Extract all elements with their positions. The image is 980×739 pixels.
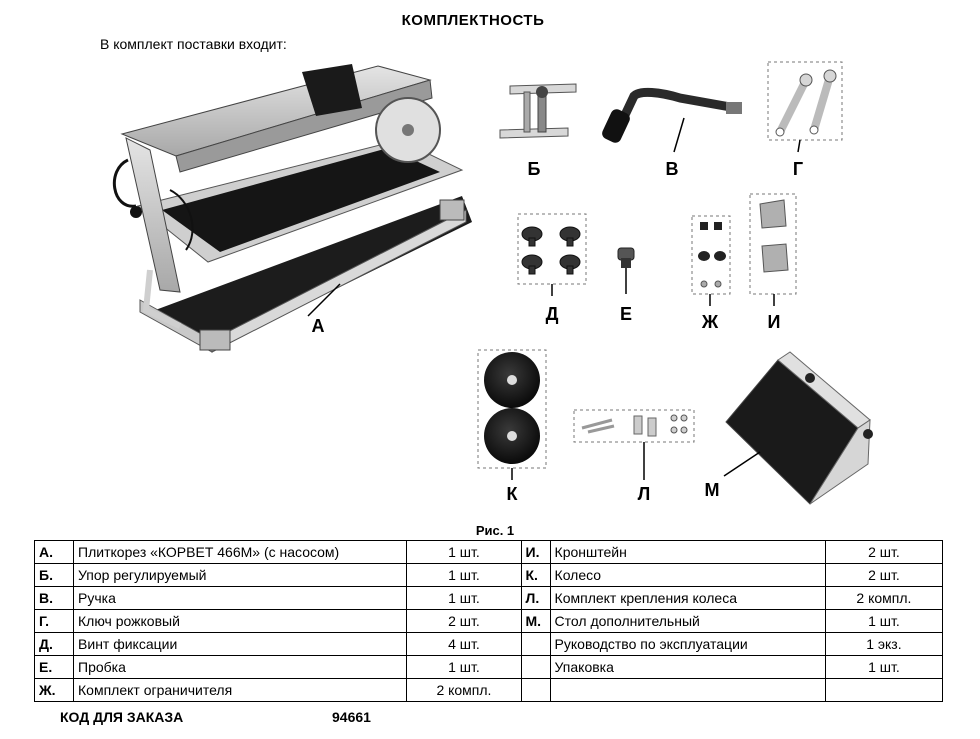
item-key: Г. <box>33 609 75 633</box>
extension-table-illustration <box>723 351 873 505</box>
item-qty <box>824 678 944 702</box>
item-key: Б. <box>33 563 75 587</box>
item-qty: 1 шт. <box>824 609 944 633</box>
label-i: И <box>768 312 781 332</box>
table-row: Д. Винт фиксации 4 шт. Руководство по эк… <box>33 632 944 656</box>
item-name: Колесо <box>549 563 826 587</box>
item-name: Упаковка <box>549 655 826 679</box>
order-code-value: 94661 <box>332 709 371 725</box>
item-name: Комплект ограничителя <box>73 678 408 702</box>
handle-illustration <box>602 87 742 153</box>
label-v: В <box>666 159 679 179</box>
item-key: Л. <box>520 586 551 610</box>
item-key <box>520 678 551 702</box>
item-key: М. <box>520 609 551 633</box>
item-qty: 1 экз. <box>824 632 944 656</box>
item-key: Ж. <box>33 678 75 702</box>
plug-illustration <box>617 247 635 294</box>
item-key <box>520 632 551 656</box>
item-qty: 1 шт. <box>406 563 522 587</box>
label-k: К <box>507 484 519 504</box>
kit-table: А. Плиткорез «КОРВЕТ 466М» (с насосом) 1… <box>33 540 944 702</box>
item-qty: 1 шт. <box>406 655 522 679</box>
item-name: Пробка <box>73 655 408 679</box>
item-qty: 2 шт. <box>824 563 944 587</box>
item-qty: 1 шт. <box>824 655 944 679</box>
table-row: Б. Упор регулируемый 1 шт. К. Колесо 2 ш… <box>33 563 944 587</box>
parts-figure: А Б В Г Д <box>112 61 873 505</box>
item-name: Ключ рожковый <box>73 609 408 633</box>
label-g: Г <box>793 159 803 179</box>
item-qty: 1 шт. <box>406 540 522 564</box>
intro-text: В комплект поставки входит: <box>100 36 287 52</box>
item-name: Плиткорез «КОРВЕТ 466М» (с насосом) <box>73 540 408 564</box>
item-qty: 4 шт. <box>406 632 522 656</box>
item-qty: 2 шт. <box>824 540 944 564</box>
item-key: В. <box>33 586 75 610</box>
item-key: К. <box>520 563 551 587</box>
table-row: Г. Ключ рожковый 2 шт. М. Стол дополните… <box>33 609 944 633</box>
item-name: Кронштейн <box>549 540 826 564</box>
bracket-illustration <box>749 193 797 306</box>
item-key: Е. <box>33 655 75 679</box>
item-key <box>520 655 551 679</box>
label-b: Б <box>528 159 541 179</box>
label-m: М <box>705 480 720 500</box>
item-name: Винт фиксации <box>73 632 408 656</box>
item-name: Комплект крепления колеса <box>549 586 826 610</box>
figure-caption: Рис. 1 <box>475 523 515 538</box>
wrench-illustration <box>767 61 843 153</box>
item-qty: 2 компл. <box>824 586 944 610</box>
item-key: Д. <box>33 632 75 656</box>
item-qty: 2 шт. <box>406 609 522 633</box>
label-a: А <box>312 316 325 336</box>
table-row: Е. Пробка 1 шт. Упаковка 1 шт. <box>33 655 944 679</box>
item-name: Руководство по эксплуатации <box>549 632 826 656</box>
label-d: Д <box>546 304 559 324</box>
item-key: И. <box>520 540 551 564</box>
item-key: А. <box>33 540 75 564</box>
wheel-illustration <box>477 349 547 480</box>
item-name: Упор регулируемый <box>73 563 408 587</box>
label-e: Е <box>620 304 632 324</box>
item-name: Стол дополнительный <box>549 609 826 633</box>
item-name: Ручка <box>73 586 408 610</box>
item-name <box>549 678 826 702</box>
limiter-kit-illustration <box>691 215 731 306</box>
table-row: Ж. Комплект ограничителя 2 компл. <box>33 678 944 702</box>
label-l: Л <box>638 484 651 504</box>
order-code-label: КОД ДЛЯ ЗАКАЗА <box>60 709 184 725</box>
item-qty: 1 шт. <box>406 586 522 610</box>
wheel-mount-kit-illustration <box>573 409 695 480</box>
locking-screw-illustration <box>517 213 587 296</box>
tile-cutter-illustration <box>112 64 472 353</box>
item-qty: 2 компл. <box>406 678 522 702</box>
adjustable-stop-illustration <box>499 83 577 139</box>
table-row: В. Ручка 1 шт. Л. Комплект крепления кол… <box>33 586 944 610</box>
table-row: А. Плиткорез «КОРВЕТ 466М» (с насосом) 1… <box>33 540 944 564</box>
page-title: КОМПЛЕКТНОСТЬ <box>401 12 545 29</box>
label-zh: Ж <box>701 312 719 332</box>
